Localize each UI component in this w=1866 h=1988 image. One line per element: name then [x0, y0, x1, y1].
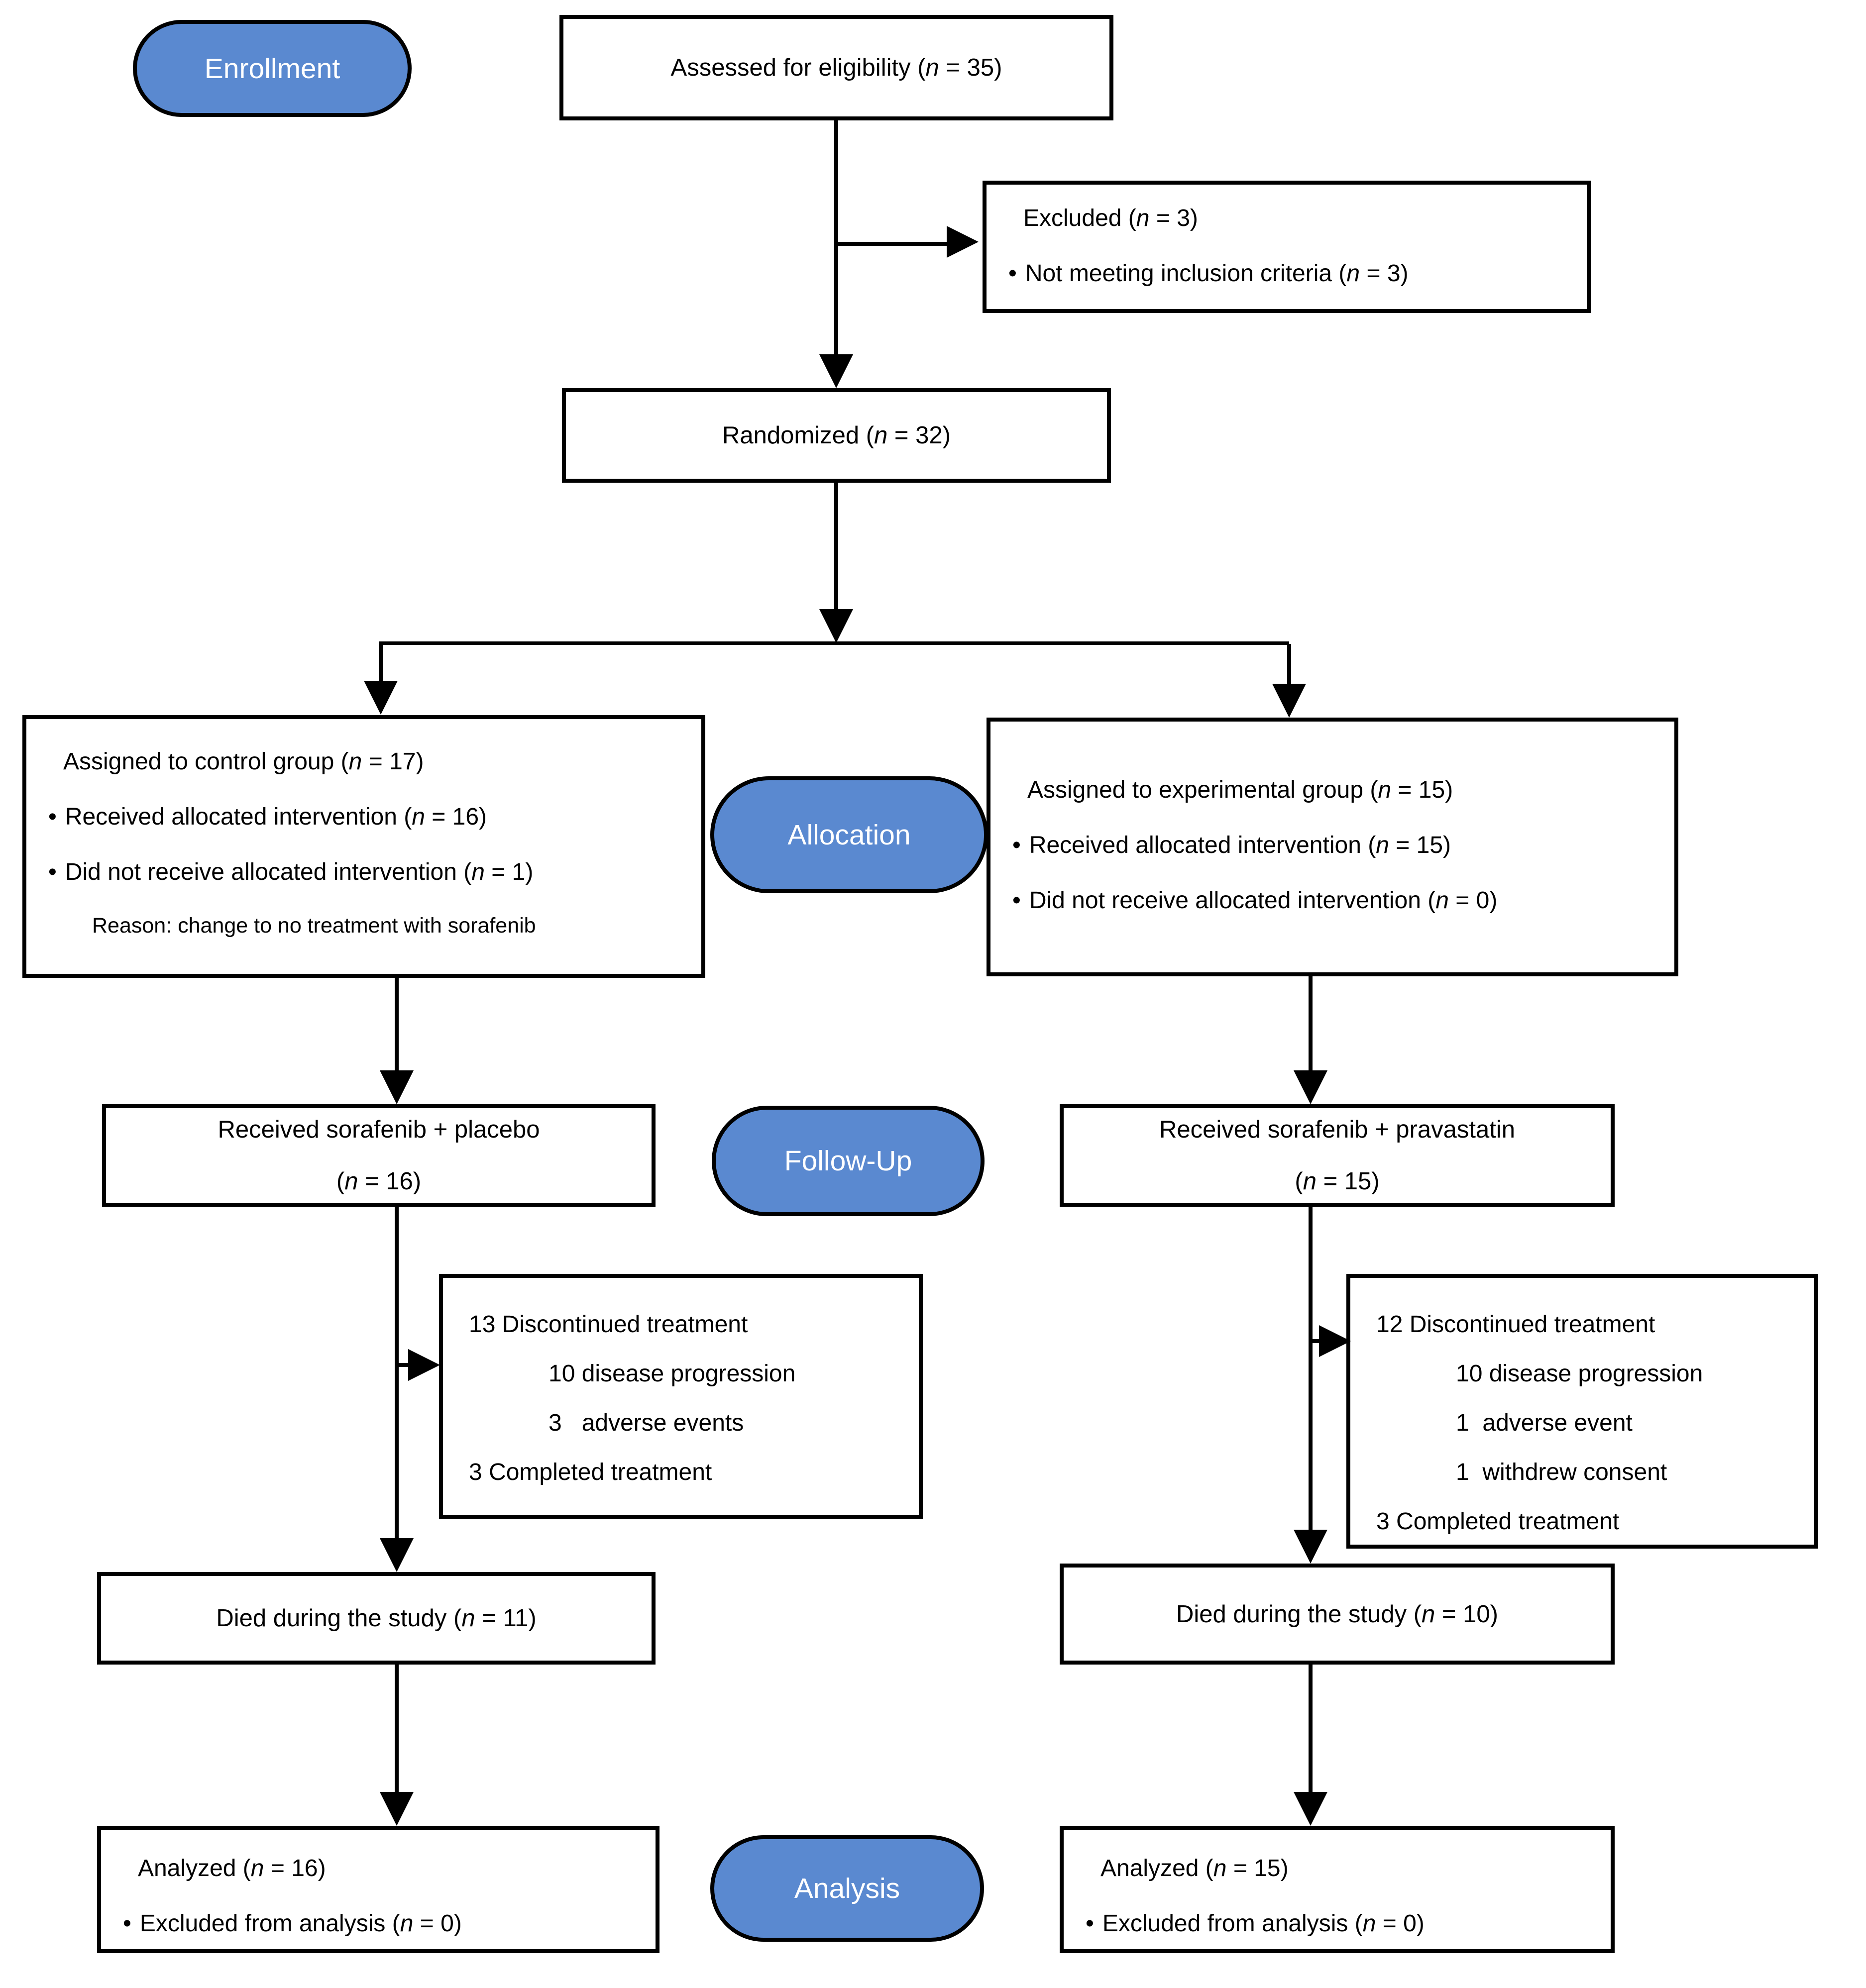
discontinued-line: 10 disease progression [1456, 1360, 1703, 1387]
connector-control-followup-to-died [395, 1206, 399, 1539]
connector-randomized-to-split [834, 482, 838, 611]
control-allocation-title: Assigned to control group (n = 17) [63, 748, 424, 775]
experimental-allocation-bullet: Did not receive allocated intervention (… [1012, 887, 1659, 914]
discontinued-line: 3 Completed treatment [469, 1459, 712, 1485]
box-experimental-allocation: Assigned to experimental group (n = 15) … [987, 718, 1678, 976]
connector-split-bar [379, 641, 1289, 645]
box-control-died: Died during the study (n = 11) [97, 1572, 656, 1665]
control-allocation-reason: Reason: change to no treatment with sora… [92, 914, 536, 938]
control-analyzed-bullet: Excluded from analysis (n = 0) [123, 1910, 641, 1937]
connector-experimental-alloc-to-followup [1309, 975, 1313, 1071]
box-control-allocation: Assigned to control group (n = 17) Recei… [22, 715, 705, 978]
connector-split-to-experimental [1287, 644, 1291, 686]
experimental-followup-line1: Received sorafenib + pravastatin [1159, 1116, 1515, 1143]
control-died-text: Died during the study (n = 11) [216, 1605, 537, 1632]
control-analyzed-title: Analyzed (n = 16) [138, 1855, 326, 1882]
experimental-allocation-bullet: Received allocated intervention (n = 15) [1012, 832, 1659, 859]
stage-pill-enrollment: Enrollment [133, 20, 412, 117]
discontinued-line: 12 Discontinued treatment [1376, 1311, 1655, 1338]
discontinued-line: 1 withdrew consent [1456, 1459, 1667, 1485]
stage-pill-allocation: Allocation [710, 776, 988, 893]
arrowhead-down-icon [819, 354, 853, 388]
connector-assessed-to-randomized [834, 120, 838, 356]
stage-pill-follow-up-label: Follow-Up [784, 1145, 912, 1177]
discontinued-line: 3 Completed treatment [1376, 1508, 1620, 1535]
excluded-bullet: Not meeting inclusion criteria (n = 3) [1008, 260, 1572, 287]
connector-to-control-discontinued [397, 1363, 410, 1367]
discontinued-line: 1 adverse event [1456, 1410, 1633, 1436]
box-experimental-died: Died during the study (n = 10) [1060, 1564, 1615, 1665]
arrowhead-down-icon [1294, 1530, 1327, 1564]
arrowhead-down-icon [819, 609, 853, 643]
control-allocation-bullet: Received allocated intervention (n = 16) [48, 803, 686, 831]
box-experimental-analyzed: Analyzed (n = 15) Excluded from analysis… [1060, 1826, 1615, 1953]
connector-control-alloc-to-followup [395, 977, 399, 1071]
box-control-followup: Received sorafenib + placebo (n = 16) [102, 1104, 656, 1207]
arrowhead-down-icon [380, 1070, 414, 1104]
arrowhead-down-icon [380, 1538, 414, 1572]
experimental-analyzed-title: Analyzed (n = 15) [1100, 1855, 1289, 1882]
excluded-title: Excluded (n = 3) [1023, 205, 1198, 231]
control-followup-line1: Received sorafenib + placebo [218, 1116, 540, 1143]
discontinued-line: 3 adverse events [549, 1410, 744, 1436]
stage-pill-analysis: Analysis [710, 1835, 984, 1942]
stage-pill-follow-up: Follow-Up [712, 1106, 985, 1216]
connector-experimental-followup-to-died [1309, 1206, 1313, 1530]
discontinued-line: 13 Discontinued treatment [469, 1311, 748, 1338]
experimental-followup-line2: (n = 15) [1295, 1168, 1380, 1195]
control-allocation-bullet: Did not receive allocated intervention (… [48, 858, 686, 886]
discontinued-line: 10 disease progression [549, 1360, 796, 1387]
randomized-text: Randomized (n = 32) [722, 422, 951, 449]
box-experimental-followup: Received sorafenib + pravastatin (n = 15… [1060, 1104, 1615, 1207]
arrowhead-right-icon [947, 226, 979, 258]
connector-split-to-control [379, 644, 383, 684]
box-excluded: Excluded (n = 3) Not meeting inclusion c… [983, 181, 1591, 313]
box-randomized: Randomized (n = 32) [562, 388, 1111, 483]
arrowhead-down-icon [1294, 1792, 1327, 1826]
arrowhead-right-icon [1319, 1325, 1351, 1357]
arrowhead-right-icon [408, 1349, 440, 1381]
box-assessed-for-eligibility: Assessed for eligibility (n = 35) [559, 15, 1113, 120]
arrowhead-down-icon [1294, 1070, 1327, 1104]
connector-to-experimental-discontinued [1311, 1339, 1321, 1343]
connector-experimental-died-to-analyzed [1309, 1664, 1313, 1793]
arrowhead-down-icon [380, 1792, 414, 1826]
experimental-analyzed-bullet: Excluded from analysis (n = 0) [1086, 1910, 1596, 1937]
stage-pill-analysis-label: Analysis [794, 1873, 900, 1904]
experimental-allocation-title: Assigned to experimental group (n = 15) [1027, 777, 1453, 803]
arrowhead-down-icon [1272, 684, 1306, 718]
arrowhead-down-icon [364, 681, 398, 715]
experimental-died-text: Died during the study (n = 10) [1176, 1600, 1498, 1628]
control-followup-line2: (n = 16) [336, 1168, 422, 1195]
stage-pill-allocation-label: Allocation [787, 819, 911, 851]
box-experimental-discontinued: 12 Discontinued treatment 10 disease pro… [1346, 1274, 1818, 1549]
box-control-discontinued: 13 Discontinued treatment 10 disease pro… [439, 1274, 923, 1519]
assessed-text: Assessed for eligibility (n = 35) [670, 54, 1002, 81]
box-control-analyzed: Analyzed (n = 16) Excluded from analysis… [97, 1826, 659, 1953]
connector-to-excluded [836, 242, 948, 246]
stage-pill-enrollment-label: Enrollment [204, 52, 340, 85]
connector-control-died-to-analyzed [395, 1664, 399, 1793]
